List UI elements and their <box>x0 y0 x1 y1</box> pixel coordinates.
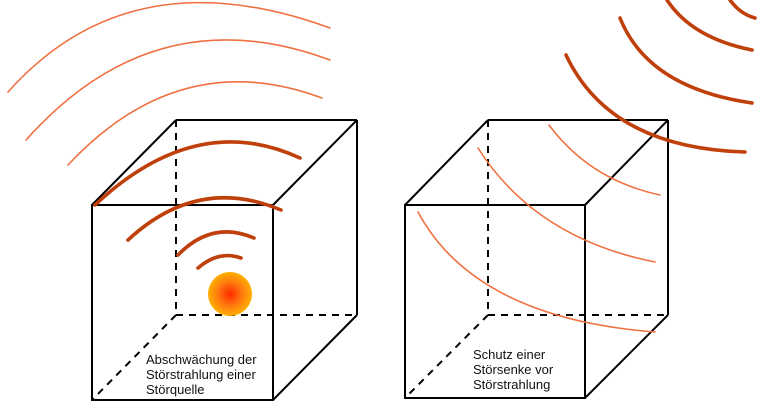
incoming-wave-arc <box>728 0 757 20</box>
left-inner-waves <box>93 140 302 270</box>
incoming-wave-arc <box>618 16 754 105</box>
outer-wave-arc <box>25 39 331 141</box>
left-cube-edge <box>272 119 358 206</box>
right-cube-edge <box>584 314 669 399</box>
right-cube-edge <box>584 119 669 206</box>
right-cube-front-face <box>404 204 586 399</box>
left-outer-waves <box>7 1 331 166</box>
inner-wave-arc <box>93 140 302 207</box>
outer-wave-arc <box>7 1 331 93</box>
interference-source-ball <box>208 272 252 316</box>
right-cube-hidden-edge <box>404 314 489 399</box>
inner-wave-arc <box>176 230 256 257</box>
left-cube-hidden-edge <box>91 314 177 401</box>
left-cube-edge <box>91 119 177 206</box>
incoming-wave-arc <box>665 0 754 52</box>
protection-caption: Schutz einer Störsenke vor Störstrahlung <box>473 347 554 392</box>
right-outer-waves <box>564 0 757 154</box>
inner-wave-arc <box>126 195 283 242</box>
outer-wave-arc <box>67 81 323 166</box>
incoming-wave-arc <box>564 53 747 154</box>
right-inner-waves <box>417 124 661 333</box>
left-cube-edge <box>272 314 358 401</box>
inner-attenuated-wave-arc <box>417 211 656 333</box>
inner-attenuated-wave-arc <box>548 124 661 196</box>
inner-attenuated-wave-arc <box>477 147 656 263</box>
right-cube-edge <box>404 119 489 206</box>
inner-wave-arc <box>196 253 243 270</box>
attenuation-caption: Abschwächung der Störstrahlung einer Stö… <box>146 352 257 397</box>
